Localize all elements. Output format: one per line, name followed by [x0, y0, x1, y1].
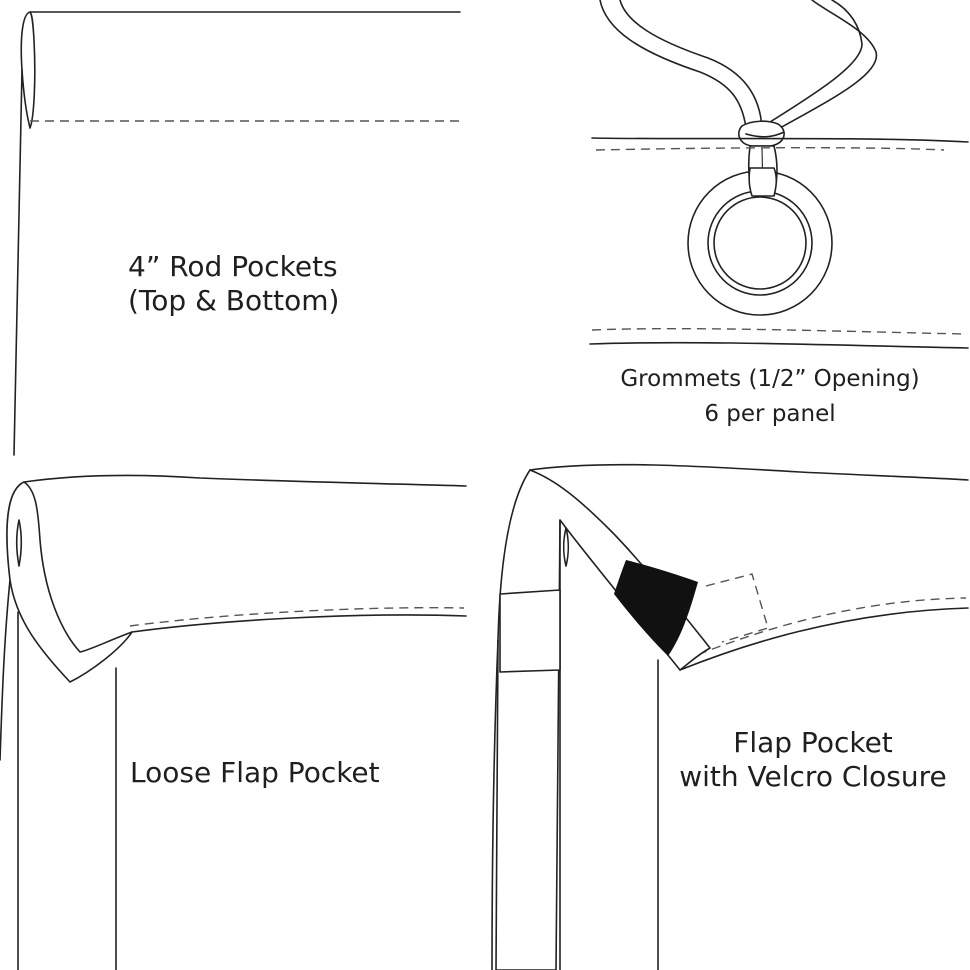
velcro-strip-left: [499, 589, 561, 673]
grommet-bottom-edge: [589, 341, 969, 349]
grommet-mid-ring: [707, 190, 813, 296]
loose-flap-left-drape: [0, 579, 11, 761]
loose-flap-hem: [131, 614, 467, 633]
loose-flap-top-edge: [23, 474, 467, 487]
loose-flap-fold: [6, 481, 133, 683]
velcro-flap-hem: [679, 607, 969, 671]
grommet-bottom-stitch: [591, 327, 967, 335]
rope-left-inner: [619, 0, 763, 129]
rod-pocket-side-edge: [13, 69, 23, 456]
rope-right-outer: [779, 0, 878, 129]
loose-flap-caption-line: Loose Flap Pocket: [130, 756, 380, 789]
rope-right-inner: [769, 0, 863, 123]
rope-over-ring: [748, 167, 778, 197]
grommet-caption: Grommets (1/2” Opening) 6 per panel: [570, 362, 970, 431]
velcro-flap-caption-line: with Velcro Closure: [679, 760, 947, 794]
loose-flap-illustration: [0, 474, 467, 970]
velcro-flap-top-edge: [529, 463, 969, 481]
velcro-flap-illustration: [491, 463, 969, 970]
velcro-flap-stitch: [683, 597, 967, 661]
loose-flap-stitch: [129, 606, 465, 627]
grommet-top-edge: [591, 137, 969, 143]
grommet-illustration: [589, 0, 969, 349]
rod-pocket-caption-line: 4” Rod Pockets: [128, 250, 338, 283]
rope-knot-wrap: [745, 131, 785, 138]
grommet-inner-ring: [713, 196, 807, 290]
rod-pocket-caption: 4” Rod Pockets (Top & Bottom): [128, 250, 339, 318]
rod-pocket-caption-line: (Top & Bottom): [128, 284, 340, 318]
rope-left-outer: [599, 0, 747, 129]
grommet-caption-line: 6 per panel: [704, 400, 836, 427]
velcro-flap-left-drape: [491, 639, 499, 970]
velcro-patch: [614, 560, 698, 656]
grommet-caption-line: Grommets (1/2” Opening): [620, 366, 920, 392]
velcro-strip-hidden: [705, 573, 769, 643]
velcro-flap-caption: Flap Pocket with Velcro Closure: [648, 726, 970, 794]
velcro-flap-caption-line: Flap Pocket: [733, 726, 893, 759]
rod-pocket-illustration: [13, 11, 462, 456]
loose-flap-caption: Loose Flap Pocket: [130, 756, 380, 790]
velcro-flap-slot: [562, 527, 570, 567]
loose-flap-slot: [15, 519, 23, 567]
velcro-flap-fold: [495, 469, 711, 970]
rod-pocket-fold-loop: [20, 11, 36, 129]
